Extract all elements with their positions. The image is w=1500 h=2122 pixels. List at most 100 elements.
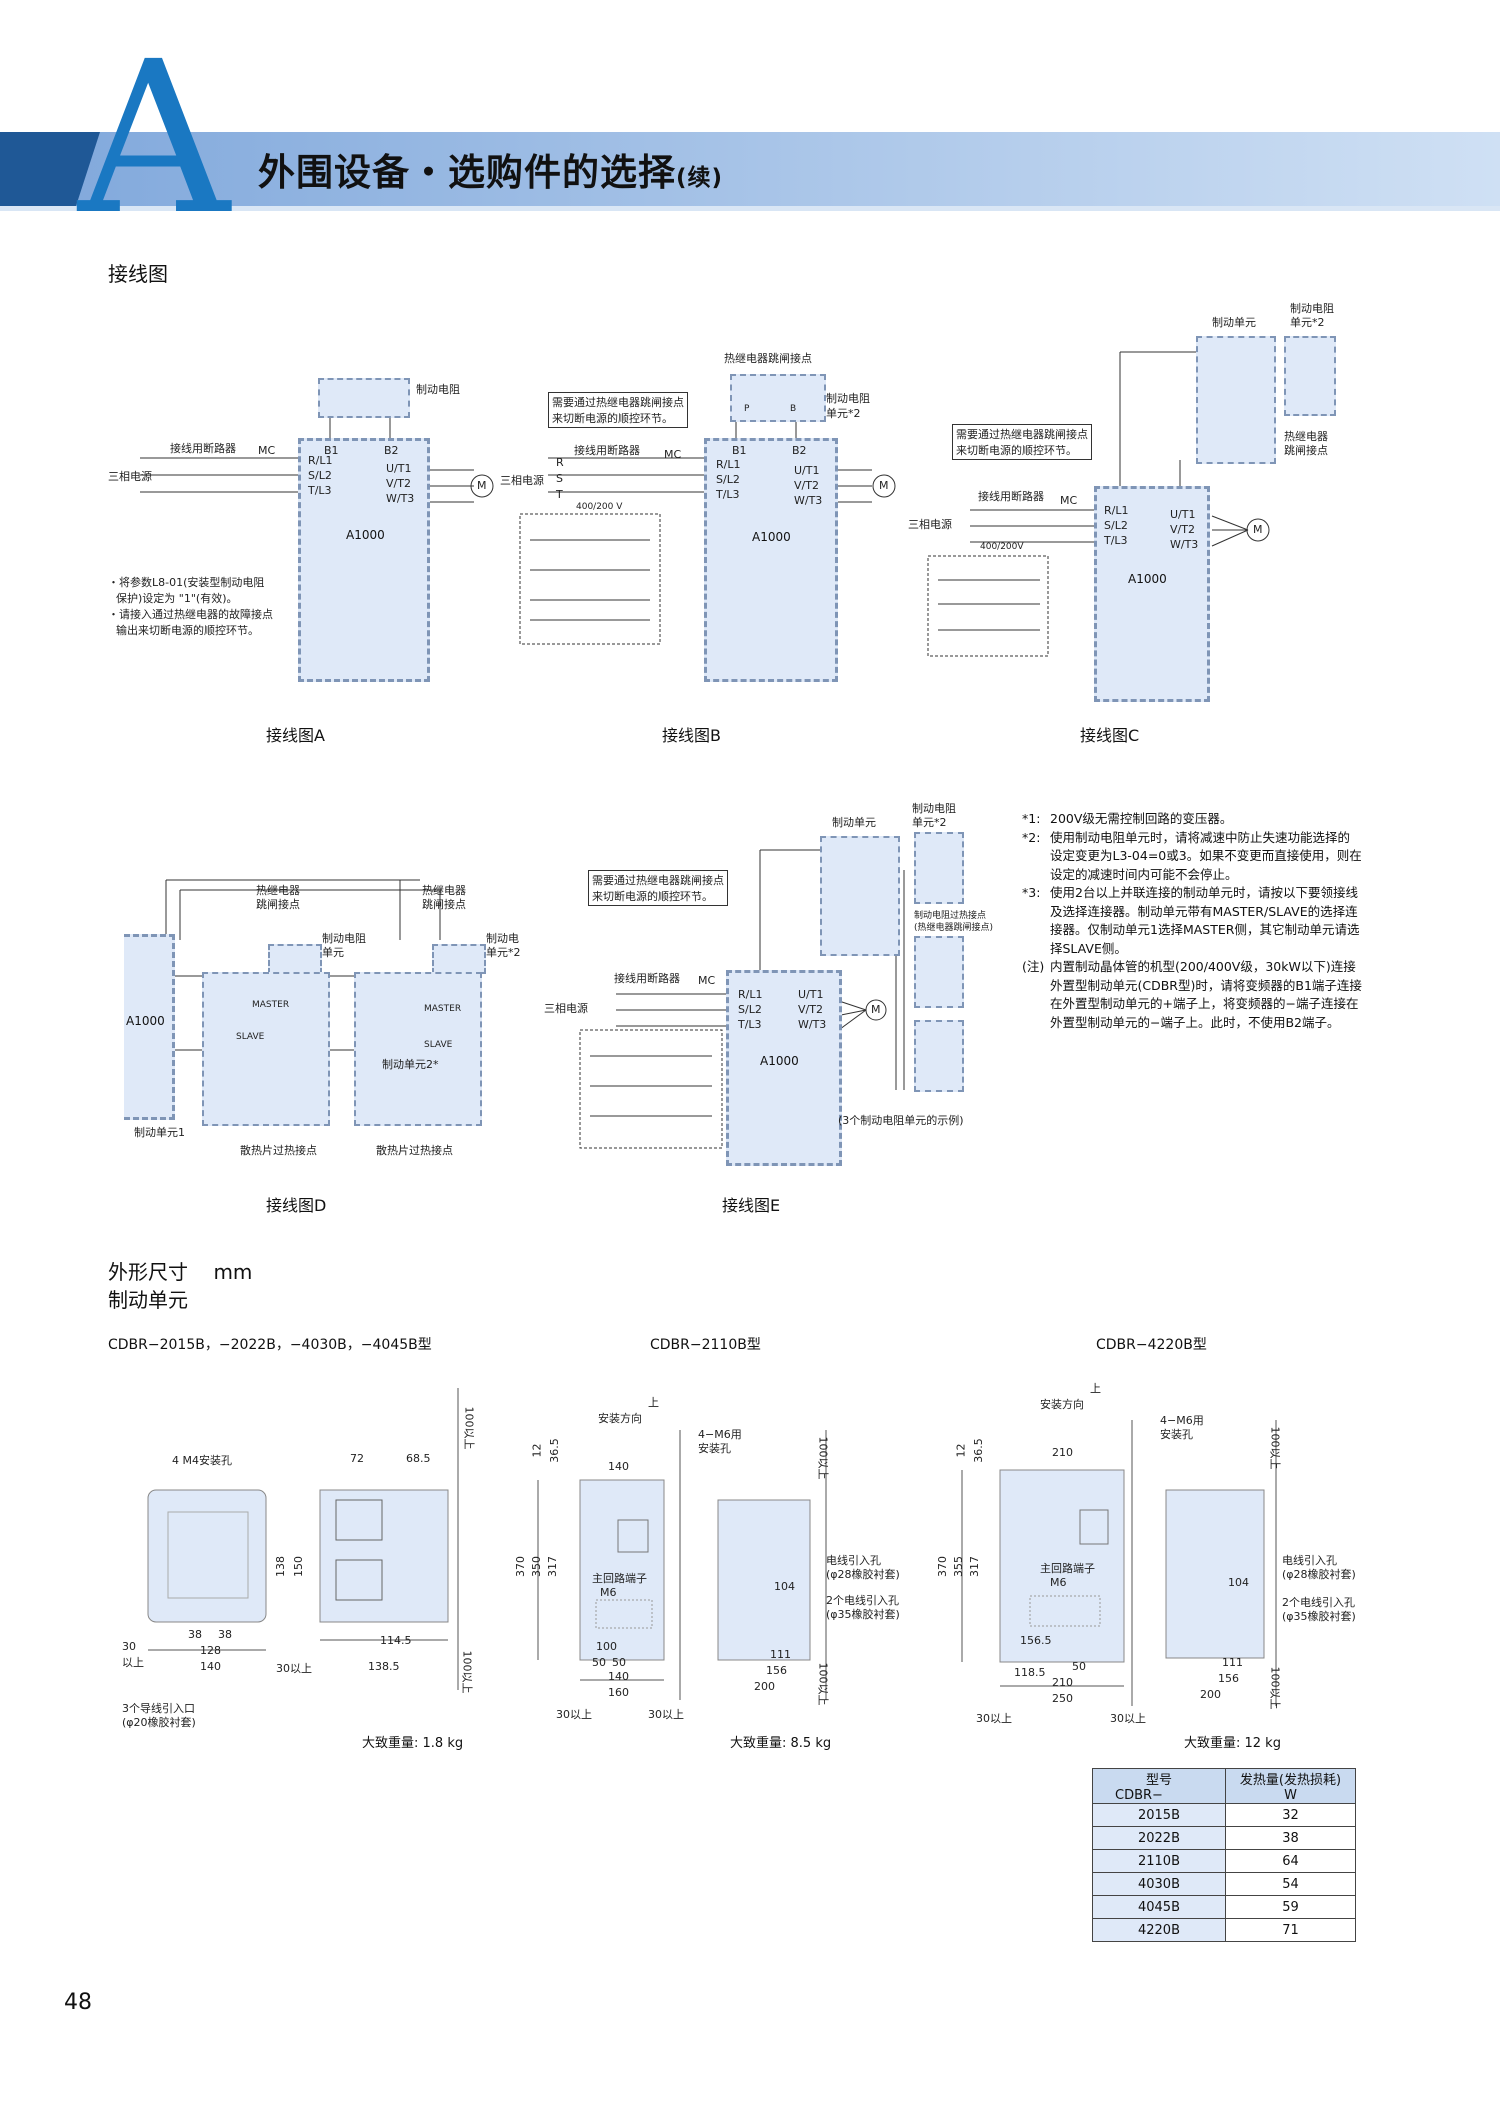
motor-e: M [871, 1003, 881, 1016]
brake-res-box-c [1284, 336, 1336, 416]
dim1-1385: 138.5 [368, 1660, 400, 1673]
wiring-notes: *1:200V级无需控制回路的变压器。 *2:使用制动电阻单元时，请将减速中防止… [1022, 810, 1362, 1032]
model-label-1: CDBR−2015B，−2022B，−4030B，−4045B型 [108, 1337, 432, 1353]
note-box-e: 需要通过热继电器跳闸接点 来切断电源的顺控环节。 [588, 870, 728, 906]
dim1-30s: 以上 [122, 1656, 144, 1669]
brake-res-1-e [914, 832, 964, 904]
table-cell-heat: 32 [1225, 1803, 1356, 1827]
term-wt3-a: W/T3 [386, 492, 415, 505]
dim3-317: 317 [968, 1556, 981, 1577]
label-brake-res2-c: 单元*2 [1290, 316, 1325, 329]
dim2-200: 200 [754, 1680, 775, 1693]
dims-subheading: 制动单元 [108, 1288, 188, 1312]
label-trip-b1-d: 热继电器 [422, 884, 466, 897]
res-box-2-d [432, 944, 486, 974]
term-ut1-e: U/T1 [798, 988, 824, 1001]
brake-res-3-e [914, 1020, 964, 1092]
term-b1-b: B1 [732, 444, 747, 457]
label-master-2-d: MASTER [424, 1004, 462, 1014]
dim2-100c: 100以上 [816, 1662, 830, 1706]
caption-d: 接线图D [266, 1196, 327, 1215]
term-tl3-a: T/L3 [308, 484, 332, 497]
note-a-2: 保护)设定为 "1"(有效)。 [116, 592, 238, 605]
brake-unit-box-e [820, 836, 900, 956]
dim3-210b: 210 [1052, 1676, 1073, 1689]
dim2-317: 317 [546, 1556, 559, 1577]
term-sl2-b: S/L2 [716, 473, 740, 486]
note-value: 使用制动电阻单元时，请将减速中防止失速功能选择的设定变更为L3-04=0或3。如… [1050, 829, 1362, 882]
voltage-b: 400/200 V [576, 502, 623, 512]
table-cell-heat: 64 [1225, 1849, 1356, 1873]
dim1-685: 68.5 [406, 1452, 431, 1465]
table-cell-model: 2110B [1092, 1849, 1226, 1873]
dim-drawing-3 [961, 1420, 1277, 1706]
dim1-cable1: 3个导线引入口 [122, 1702, 195, 1715]
dim2-100a: 100以上 [816, 1436, 830, 1480]
brake-resistor-box-a [318, 378, 410, 418]
label-unit1-d: 制动单元1 [134, 1126, 185, 1139]
dim2-up: 上 [648, 1396, 659, 1409]
dims-unit: mm [213, 1260, 253, 1284]
table-header-model-prefix: CDBR− [1115, 1788, 1163, 1803]
dim3-111: 111 [1222, 1656, 1243, 1669]
dim1-38a: 38 [188, 1628, 202, 1641]
note-key: *3: [1022, 885, 1041, 900]
label-trip-contact-b: 热继电器跳闸接点 [724, 352, 812, 365]
note-a-1: ・将参数L8-01(安装型制动电阻 [108, 576, 265, 589]
label-power-c: 三相电源 [908, 518, 952, 531]
label-mc-a: MC [258, 444, 276, 457]
label-res1-1-d: 制动电阻 [322, 932, 366, 945]
note-c-2: 来切断电源的顺控环节。 [956, 444, 1077, 457]
label-slave-1-d: SLAVE [236, 1032, 265, 1042]
dim3-210: 210 [1052, 1446, 1073, 1459]
dim1-72: 72 [350, 1452, 364, 1465]
table-cell-heat: 71 [1225, 1918, 1356, 1942]
note-row: *3:使用2台以上并联连接的制动单元时，请按以下要领接线及选择连接器。制动单元带… [1022, 884, 1362, 958]
model-label-2: CDBR−2110B型 [650, 1337, 761, 1353]
motor-c: M [1253, 523, 1263, 536]
table-cell-heat: 59 [1225, 1895, 1356, 1919]
brake-unit-1-box-d [202, 972, 330, 1126]
term-vt2-a: V/T2 [386, 477, 411, 490]
brake-res-2-e [914, 936, 964, 1008]
dim2-140: 140 [608, 1460, 629, 1473]
inverter-label-b: A1000 [752, 530, 791, 544]
dim2-111: 111 [770, 1648, 791, 1661]
inverter-label-a: A1000 [346, 528, 385, 542]
dim1-100a: 100以上 [462, 1406, 476, 1450]
note-value: 200V级无需控制回路的变压器。 [1050, 811, 1233, 826]
dim3-hole2: 安装孔 [1160, 1428, 1193, 1441]
inverter-label-c: A1000 [1128, 572, 1167, 586]
table-header-heat-label: 发热量(发热损耗) [1239, 1773, 1342, 1788]
dim3-30a: 30以上 [976, 1712, 1012, 1725]
dim2-dir: 安装方向 [598, 1412, 642, 1425]
page-title: 外围设备・选购件的选择(续) [258, 142, 723, 196]
table-header-model: 型号 CDBR− [1092, 1768, 1226, 1804]
dim2-104: 104 [774, 1580, 795, 1593]
term-tl3-b: T/L3 [716, 488, 740, 501]
inverter-box-d [124, 934, 175, 1120]
brake-unit-box-c [1196, 336, 1276, 464]
model-label-3: CDBR−4220B型 [1096, 1337, 1207, 1353]
dim2-cable-b2: (φ35橡胶衬套) [826, 1608, 900, 1621]
table-cell-model: 4030B [1092, 1872, 1226, 1896]
table-header-model-label: 型号 [1145, 1773, 1172, 1788]
caption-b: 接线图B [662, 726, 721, 745]
table-cell-heat: 38 [1225, 1826, 1356, 1850]
label-mc-e: MC [698, 974, 716, 987]
dim3-m6: M6 [1050, 1576, 1067, 1589]
dim3-50: 50 [1072, 1660, 1086, 1673]
dim2-50a: 50 [592, 1656, 606, 1669]
weight-2: 大致重量: 8.5 kg [730, 1736, 832, 1751]
term-sl2-a: S/L2 [308, 469, 332, 482]
label-power-a: 三相电源 [108, 470, 152, 483]
dim3-30b: 30以上 [1110, 1712, 1146, 1725]
note-row: (注)内置制动晶体管的机型(200/400V级，30kW以下)连接外置型制动单元… [1022, 958, 1362, 1032]
note-box-b: 需要通过热继电器跳闸接点 来切断电源的顺控环节。 [548, 392, 688, 428]
label-brake-res1-c: 制动电阻 [1290, 302, 1334, 315]
table-header-heat: 发热量(发热损耗) W [1225, 1768, 1356, 1804]
title-band [0, 132, 1500, 206]
